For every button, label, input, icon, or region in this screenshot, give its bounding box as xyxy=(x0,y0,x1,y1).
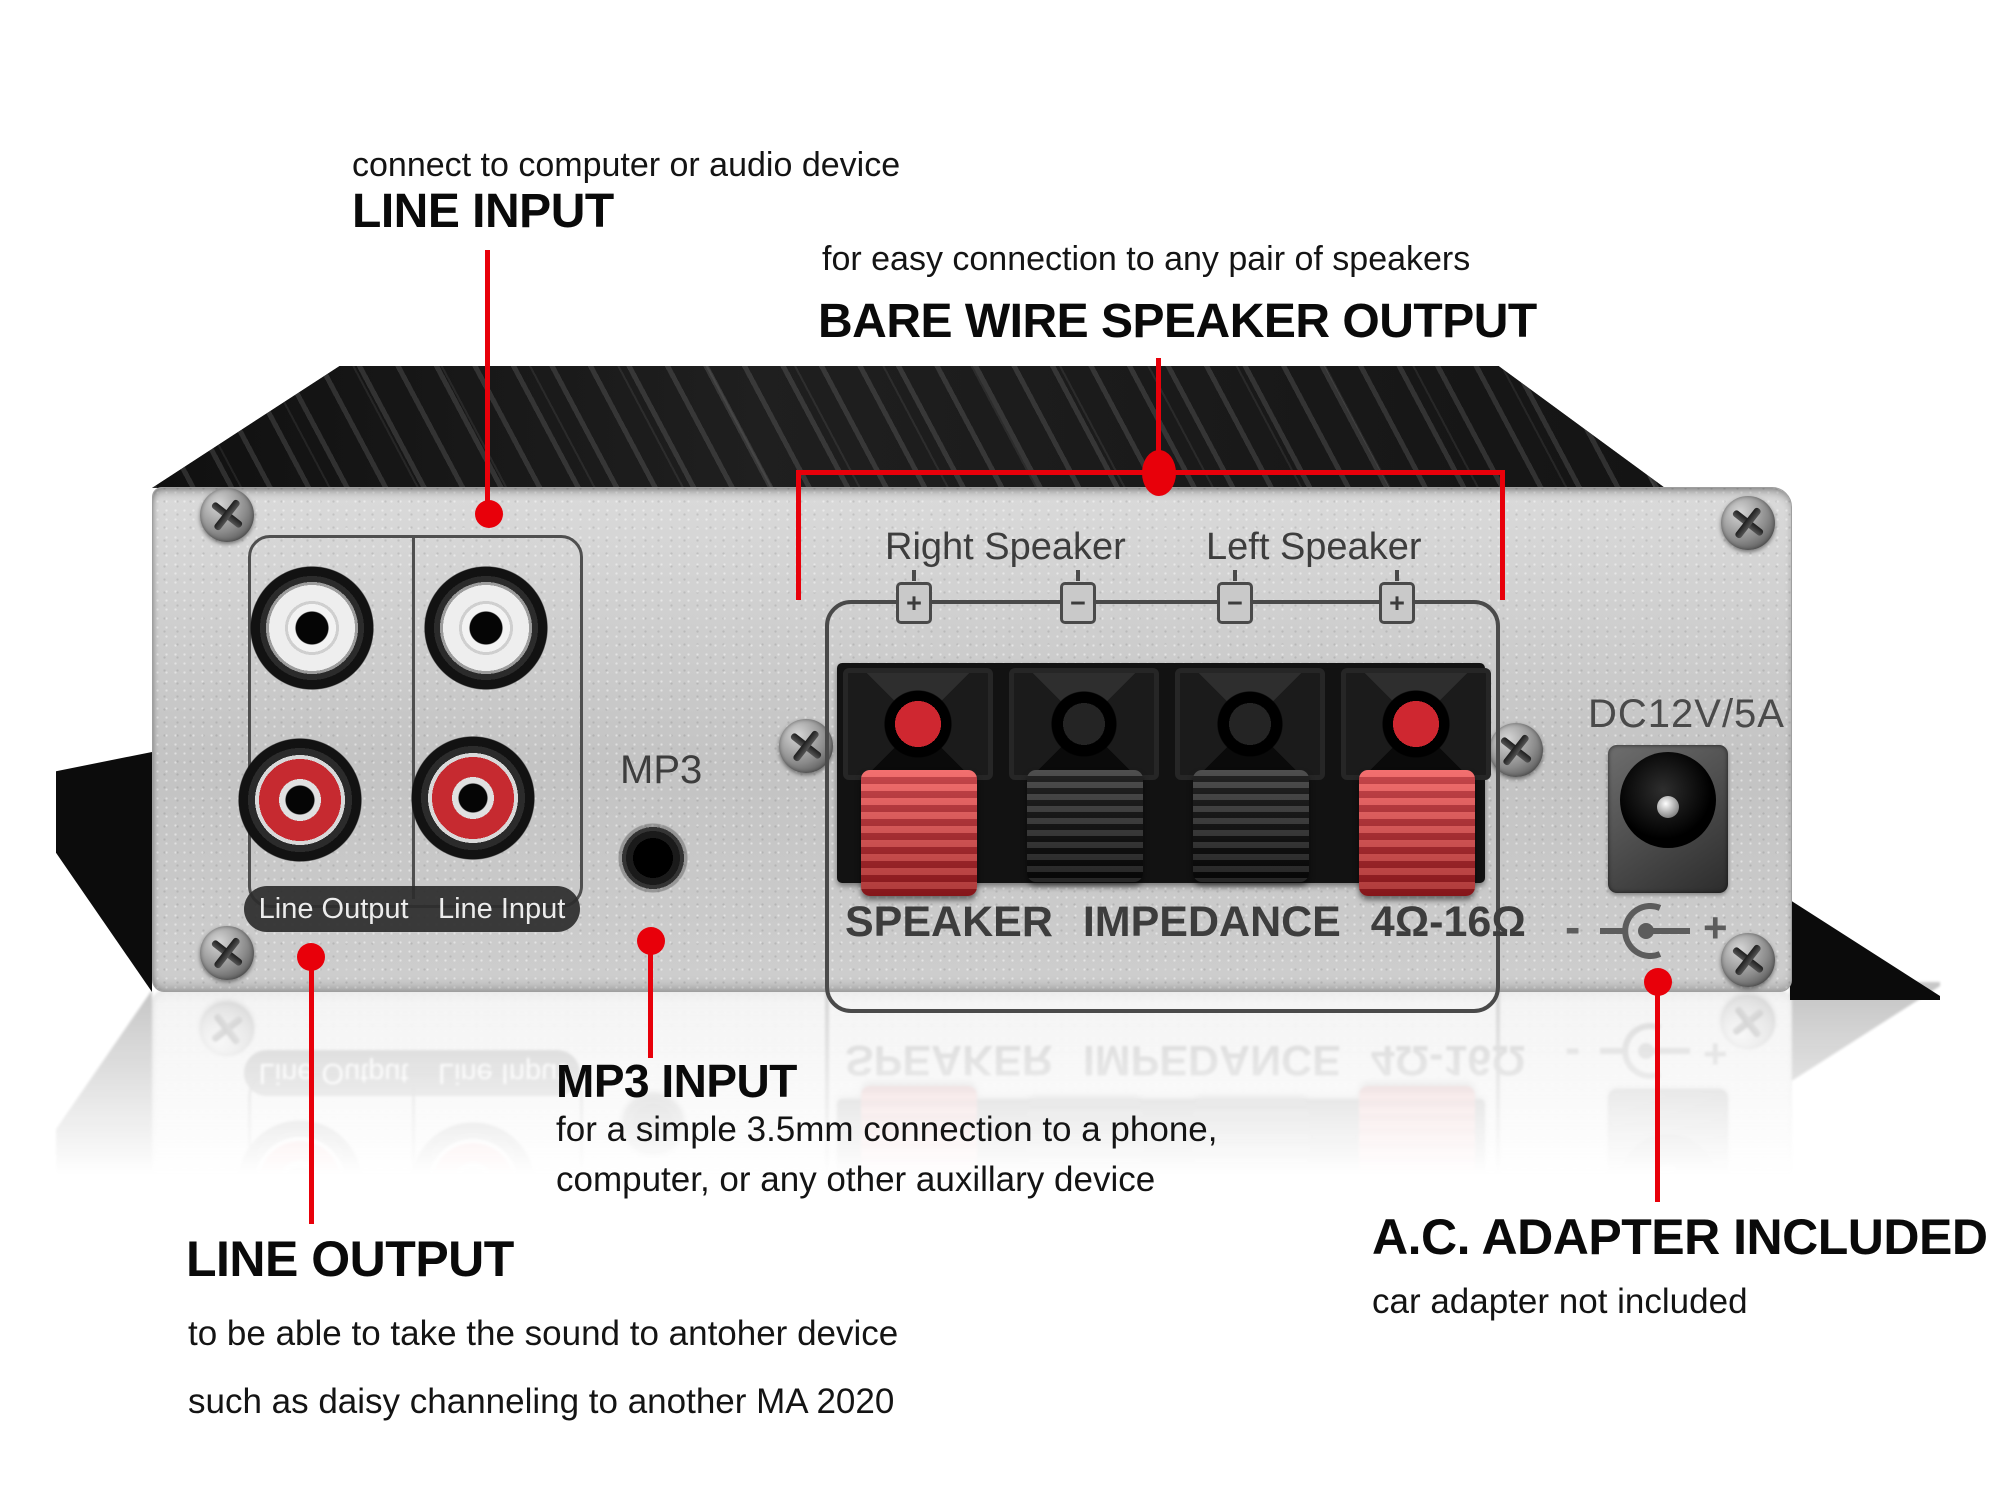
polarity-plus-sign: + xyxy=(896,582,932,624)
callout-mp3-description-line1: for a simple 3.5mm connection to a phone… xyxy=(556,1110,1218,1149)
polarity-minus-sign: − xyxy=(1060,582,1096,624)
callout-ac-adapter-pointer xyxy=(1655,988,1660,1202)
callout-line-input-pointer xyxy=(485,250,490,516)
screw-icon xyxy=(200,926,254,980)
screw-icon xyxy=(1721,933,1775,987)
callout-line-output-description-line2: such as daisy channeling to another MA 2… xyxy=(188,1382,895,1421)
callout-speaker-output-title: BARE WIRE SPEAKER OUTPUT xyxy=(818,295,1537,348)
rca-column-divider xyxy=(412,538,415,899)
screw-icon xyxy=(1721,496,1775,550)
terminal-tick-icon xyxy=(1395,570,1399,581)
terminal-lever-red xyxy=(1359,770,1475,896)
callout-speaker-output-bracket-left xyxy=(796,470,801,600)
dc-polarity-icon xyxy=(1600,903,1690,959)
rca-jack-input-white xyxy=(422,564,550,692)
callout-speaker-output-pointer xyxy=(1156,358,1161,474)
right-speaker-label: Right Speaker xyxy=(885,526,1126,568)
dc-minus-sign: - xyxy=(1565,901,1581,953)
callout-mp3-description-line2: computer, or any other auxillary device xyxy=(556,1160,1156,1199)
terminal-housing-right-plus xyxy=(843,668,993,780)
callout-speaker-output-description: for easy connection to any pair of speak… xyxy=(822,240,1471,278)
callout-line-input-description: connect to computer or audio device xyxy=(352,146,901,184)
rca-jack-output-red xyxy=(236,736,364,864)
callout-line-output-description-line1: to be able to take the sound to antoher … xyxy=(188,1314,899,1353)
terminal-lever-black xyxy=(1027,770,1143,882)
terminal-housing-left-plus xyxy=(1341,668,1491,780)
dc-power-label: DC12V/5A xyxy=(1588,692,1785,736)
terminal-tick-icon xyxy=(1076,570,1080,581)
terminal-tick-icon xyxy=(1233,570,1237,581)
speaker-terminal-outline xyxy=(825,600,1500,1013)
heatsink-top-icon xyxy=(152,366,1665,488)
terminal-housing-left-minus xyxy=(1175,668,1325,780)
callout-mp3-title: MP3 INPUT xyxy=(556,1055,797,1107)
callout-line-input-title: LINE INPUT xyxy=(352,185,614,238)
line-output-jack-label: Line Output xyxy=(258,892,409,925)
callout-line-output-pointer xyxy=(309,962,314,1224)
dc-plus-sign: + xyxy=(1703,904,1728,951)
callout-speaker-output-bracket-right xyxy=(1500,470,1505,600)
impedance-label: SPEAKER IMPEDANCE 4Ω-16Ω xyxy=(845,898,1526,946)
callout-ac-adapter-description: car adapter not included xyxy=(1372,1282,1748,1321)
rca-jack-output-white xyxy=(248,564,376,692)
callout-mp3-pointer xyxy=(648,946,653,1058)
terminal-lever-black xyxy=(1193,770,1309,882)
line-input-jack-label: Line Input xyxy=(437,892,566,925)
dc-jack-pin xyxy=(1657,796,1679,818)
screw-icon xyxy=(779,719,833,773)
mp3-jack-label: MP3 xyxy=(620,748,703,792)
polarity-plus-sign: + xyxy=(1379,582,1415,624)
left-speaker-label: Left Speaker xyxy=(1206,526,1422,568)
terminal-tick-icon xyxy=(912,570,916,581)
terminal-housing-right-minus xyxy=(1009,668,1159,780)
callout-ac-adapter-title: A.C. ADAPTER INCLUDED xyxy=(1372,1209,1988,1265)
polarity-minus-sign: − xyxy=(1217,582,1253,624)
rca-jack-input-red xyxy=(409,734,537,862)
callout-line-input-dot xyxy=(475,500,503,528)
mp3-aux-jack xyxy=(617,822,689,894)
rca-label-pill: Line Output Line Input xyxy=(244,886,580,932)
callout-speaker-output-dot xyxy=(1142,450,1176,496)
terminal-lever-red xyxy=(861,770,977,896)
callout-line-output-title: LINE OUTPUT xyxy=(186,1231,514,1287)
screw-icon xyxy=(200,488,254,542)
